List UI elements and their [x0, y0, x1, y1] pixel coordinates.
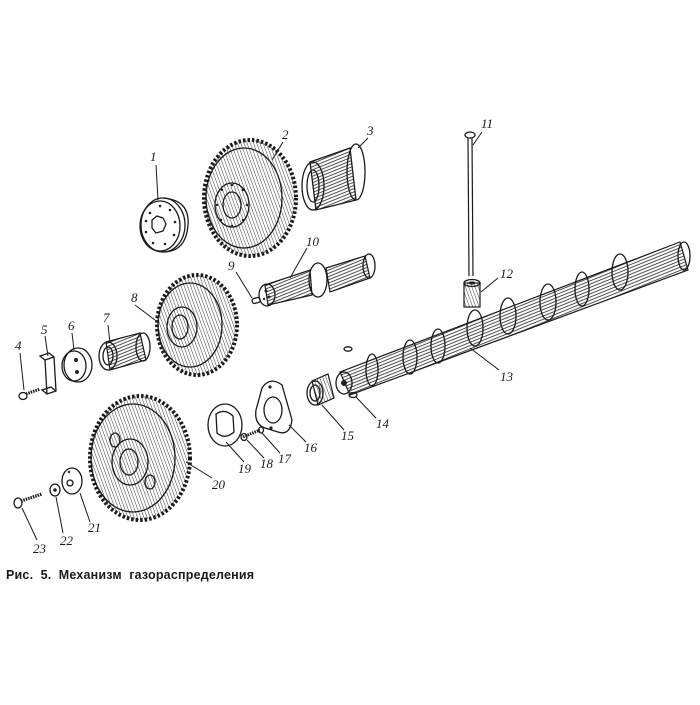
- label-20: 20: [212, 477, 226, 492]
- label-8: 8: [131, 290, 138, 305]
- label-15: 15: [341, 428, 355, 443]
- label-4: 4: [15, 338, 22, 353]
- part-20-camshaft-gear: [88, 394, 192, 522]
- part-9-pin: [251, 296, 261, 305]
- label-23: 23: [33, 541, 47, 556]
- leader-lines: [19, 131, 500, 541]
- label-17: 17: [278, 451, 292, 466]
- part-14-key: [343, 346, 358, 399]
- label-16: 16: [304, 440, 318, 455]
- part-18-lock-washer: [240, 432, 248, 442]
- part-5-lock-plate: [38, 352, 57, 395]
- part-7-bushing: [98, 332, 151, 371]
- part-21-retaining-washer: [61, 467, 83, 495]
- part-6-washer: [61, 347, 93, 383]
- part-12-tappet: [463, 278, 481, 308]
- label-1: 1: [150, 149, 157, 164]
- figure-caption: Рис. 5. Механизм газораспределения: [6, 568, 255, 582]
- part-4-bolt: [18, 387, 41, 401]
- part-2-large-gear: [202, 138, 298, 258]
- part-19-thrust-washer: [207, 403, 243, 447]
- label-12: 12: [500, 266, 514, 281]
- label-2: 2: [282, 127, 289, 142]
- part-10-gear-axle: [258, 253, 376, 307]
- label-9: 9: [228, 258, 235, 273]
- label-5: 5: [41, 322, 48, 337]
- label-11: 11: [481, 116, 493, 131]
- part-22-spring-washer: [49, 483, 61, 497]
- label-13: 13: [500, 369, 514, 384]
- label-22: 22: [60, 533, 74, 548]
- label-7: 7: [103, 310, 110, 325]
- part-17-bolt: [242, 426, 265, 439]
- part-labels: 1 2 3 4 5 6 7 8 9 10 11 12 13 14 15 16 1…: [15, 116, 514, 556]
- part-3-flanged-bushing: [301, 143, 366, 211]
- part-15-spacer-ring: [306, 373, 335, 406]
- label-10: 10: [306, 234, 320, 249]
- part-13-camshaft: [335, 241, 691, 396]
- part-11-push-rod: [464, 131, 476, 277]
- label-6: 6: [68, 318, 75, 333]
- label-3: 3: [366, 123, 374, 138]
- part-16-thrust-flange: [255, 380, 293, 434]
- label-14: 14: [376, 416, 390, 431]
- label-21: 21: [88, 520, 101, 535]
- part-8-intermediate-gear: [155, 273, 239, 377]
- label-19: 19: [238, 461, 252, 476]
- label-18: 18: [260, 456, 274, 471]
- part-1-flange-disc: [139, 197, 189, 253]
- part-23-gear-bolt: [13, 492, 43, 509]
